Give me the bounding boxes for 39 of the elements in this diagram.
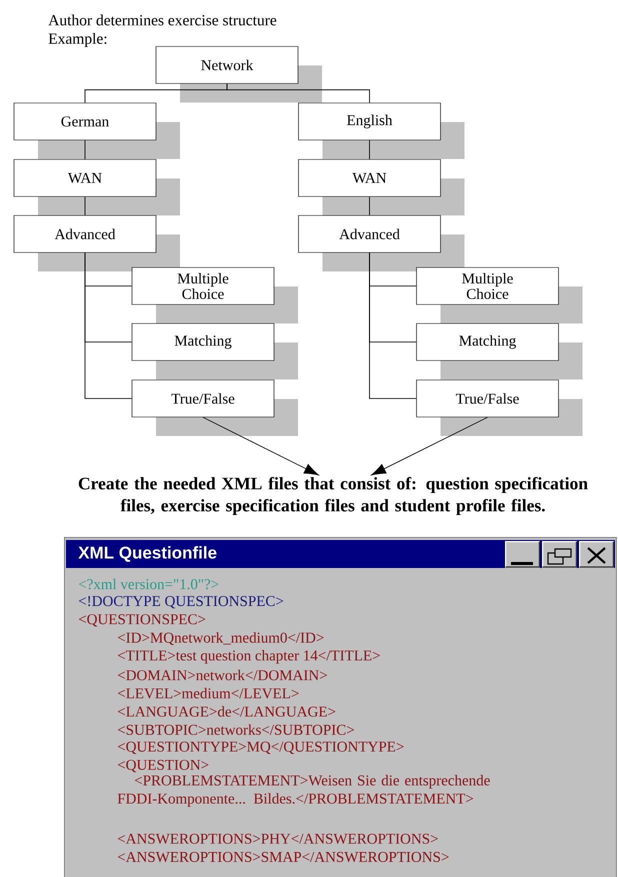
connector [84, 196, 86, 216]
connector [226, 83, 370, 104]
code-line: <LANGUAGE>de</LANGUAGE> [118, 706, 336, 717]
box: Network [156, 46, 298, 84]
code-line: <LEVEL>medium</LEVEL> [118, 688, 299, 699]
connector [369, 252, 417, 399]
code-line: <QUESTIONTYPE>MQ</QUESTIONTYPE> [118, 742, 404, 754]
connector [84, 140, 86, 160]
box: English [298, 102, 441, 140]
box: True/False [132, 380, 274, 418]
code-line: <PROBLEMSTATEMENT>Weisen Sie die entsprechende FDDI-Komponente... Bildes.</PROBLEMSTATEMENT> [118, 774, 490, 807]
box: Matching [132, 323, 274, 361]
code-line: <?xml version="1.0"?> [78, 578, 218, 590]
note-text: Create the needed XML files that consist of: question specification files, exercise specification files and student profile files. [78, 476, 588, 516]
box: WAN [14, 159, 156, 197]
heading-text: Example: [48, 32, 106, 48]
code-line: <!DOCTYPE QUESTIONSPEC> [78, 596, 284, 608]
heading-text: Author determines exercise structure [48, 14, 276, 26]
code-line: <ANSWEROPTIONS>SMAP</ANSWEROPTIONS> [118, 852, 449, 862]
code-line: <TITLE>test question chapter 14</TITLE> [118, 650, 380, 664]
connector [369, 140, 370, 160]
code-line: <ANSWEROPTIONS>PHY</ANSWEROPTIONS> [118, 834, 438, 844]
box: Advanced [298, 215, 441, 253]
code-line: <QUESTION> [118, 760, 208, 772]
code-line: <ID>MQnetwork_medium0</ID> [118, 632, 324, 646]
box: German [14, 102, 156, 140]
connector [371, 416, 488, 476]
code-line: <SUBTOPIC>networks</SUBTOPIC> [118, 724, 354, 735]
connector [84, 252, 132, 399]
box: Advanced [14, 215, 156, 253]
code-line: <QUESTIONSPEC> [78, 614, 206, 627]
box: Multiple Choice [132, 267, 274, 305]
connector [202, 416, 319, 476]
box: Multiple Choice [416, 267, 559, 305]
connector [369, 196, 370, 216]
code-line: <DOMAIN>network</DOMAIN> [118, 670, 327, 680]
box: WAN [298, 159, 441, 197]
box: True/False [416, 380, 559, 418]
box: Matching [416, 323, 559, 361]
